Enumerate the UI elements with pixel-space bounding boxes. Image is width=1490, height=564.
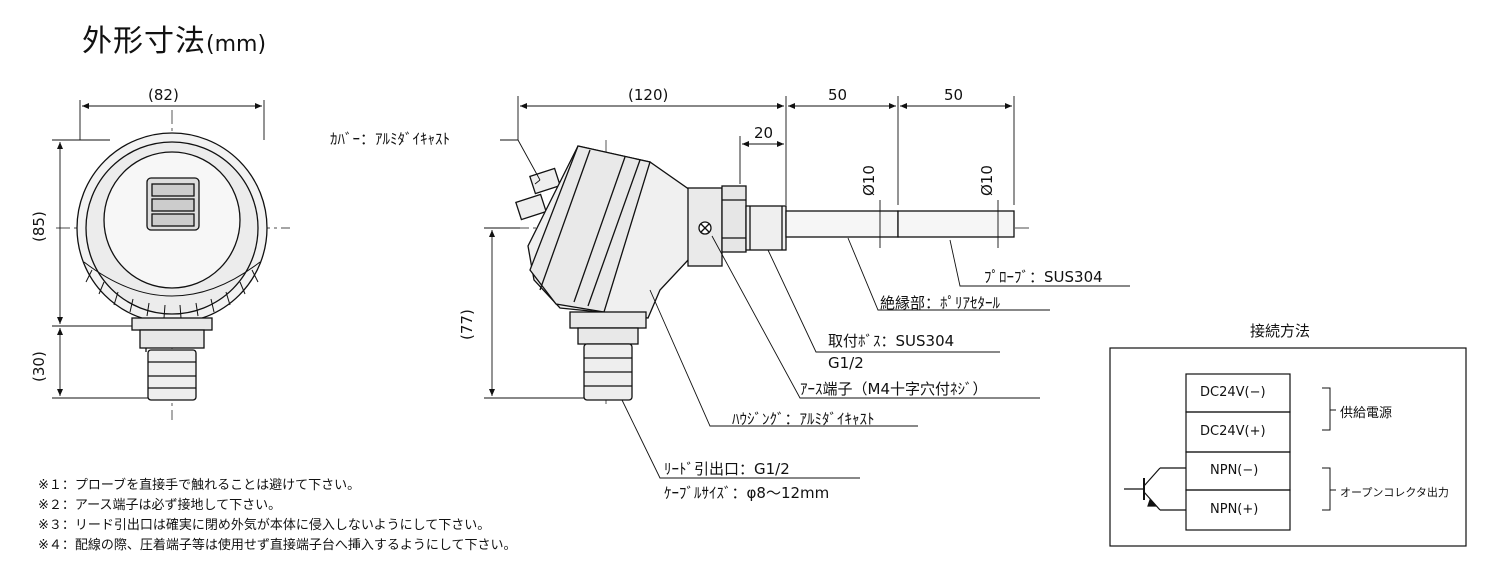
group-output-label: オープンコレクタ出力	[1340, 486, 1449, 499]
note-3: ※３：リード引出口は確実に閉め外気が本体に侵入しないようにして下さい。	[38, 518, 491, 533]
front-width-dim: (82)	[148, 86, 179, 104]
callout-insulation: 絶縁部：ﾎﾟﾘｱｾﾀｰﾙ	[880, 294, 1001, 312]
terminal-npn-minus: NPN(−)	[1210, 463, 1259, 478]
callout-cable-size: ｹｰﾌﾞﾙｻｲｽﾞ：φ8～12mm	[664, 484, 830, 502]
callout-boss: 取付ﾎﾞｽ：SUS304	[828, 332, 955, 350]
group-power-label: 供給電源	[1340, 406, 1393, 421]
wiring-diagram	[1109, 347, 1467, 547]
callout-probe: ﾌﾟﾛｰﾌﾞ：SUS304	[984, 268, 1103, 286]
side-view	[484, 96, 1130, 479]
title-unit: (mm)	[206, 32, 267, 57]
note-1: ※１：プローブを直接手で触れることは避けて下さい。	[38, 478, 361, 493]
note-2: ※２：アース端子は必ず接地して下さい。	[38, 498, 282, 513]
note-4: ※４：配線の際、圧着端子等は使用せず直接端子台へ挿入するようにして下さい。	[38, 538, 517, 553]
callout-housing: ﾊｳｼﾞﾝｸﾞ：ｱﾙﾐﾀﾞｲｷｬｽﾄ	[732, 410, 875, 428]
callout-earth: ｱｰｽ端子（M4十字穴付ﾈｼﾞ）	[800, 380, 988, 398]
wiring-title: 接続方法	[1250, 322, 1311, 340]
callout-boss-thread: G1/2	[828, 354, 864, 372]
callout-lead-outlet: ﾘｰﾄﾞ引出口：G1/2	[664, 460, 790, 478]
probe-dim-2: 50	[944, 86, 964, 104]
diameter-1: Ø10	[860, 165, 878, 196]
side-height-dim: (77)	[458, 309, 476, 340]
side-length-dim: (120)	[628, 86, 669, 104]
boss-dim: 20	[754, 124, 774, 142]
probe-dim-1: 50	[828, 86, 848, 104]
front-view	[52, 100, 290, 420]
terminal-npn-plus: NPN(+)	[1210, 502, 1259, 517]
callout-cover: ｶﾊﾞｰ：ｱﾙﾐﾀﾞｲｷｬｽﾄ	[330, 130, 451, 148]
terminal-dc24v-minus: DC24V(−)	[1200, 385, 1266, 400]
front-gland-dim: (30)	[30, 351, 48, 382]
front-height-dim: (85)	[30, 211, 48, 242]
terminal-dc24v-plus: DC24V(+)	[1200, 424, 1266, 439]
diameter-2: Ø10	[978, 165, 996, 196]
page-title: 外形寸法(mm)	[82, 16, 266, 60]
title-main: 外形寸法	[82, 24, 206, 59]
